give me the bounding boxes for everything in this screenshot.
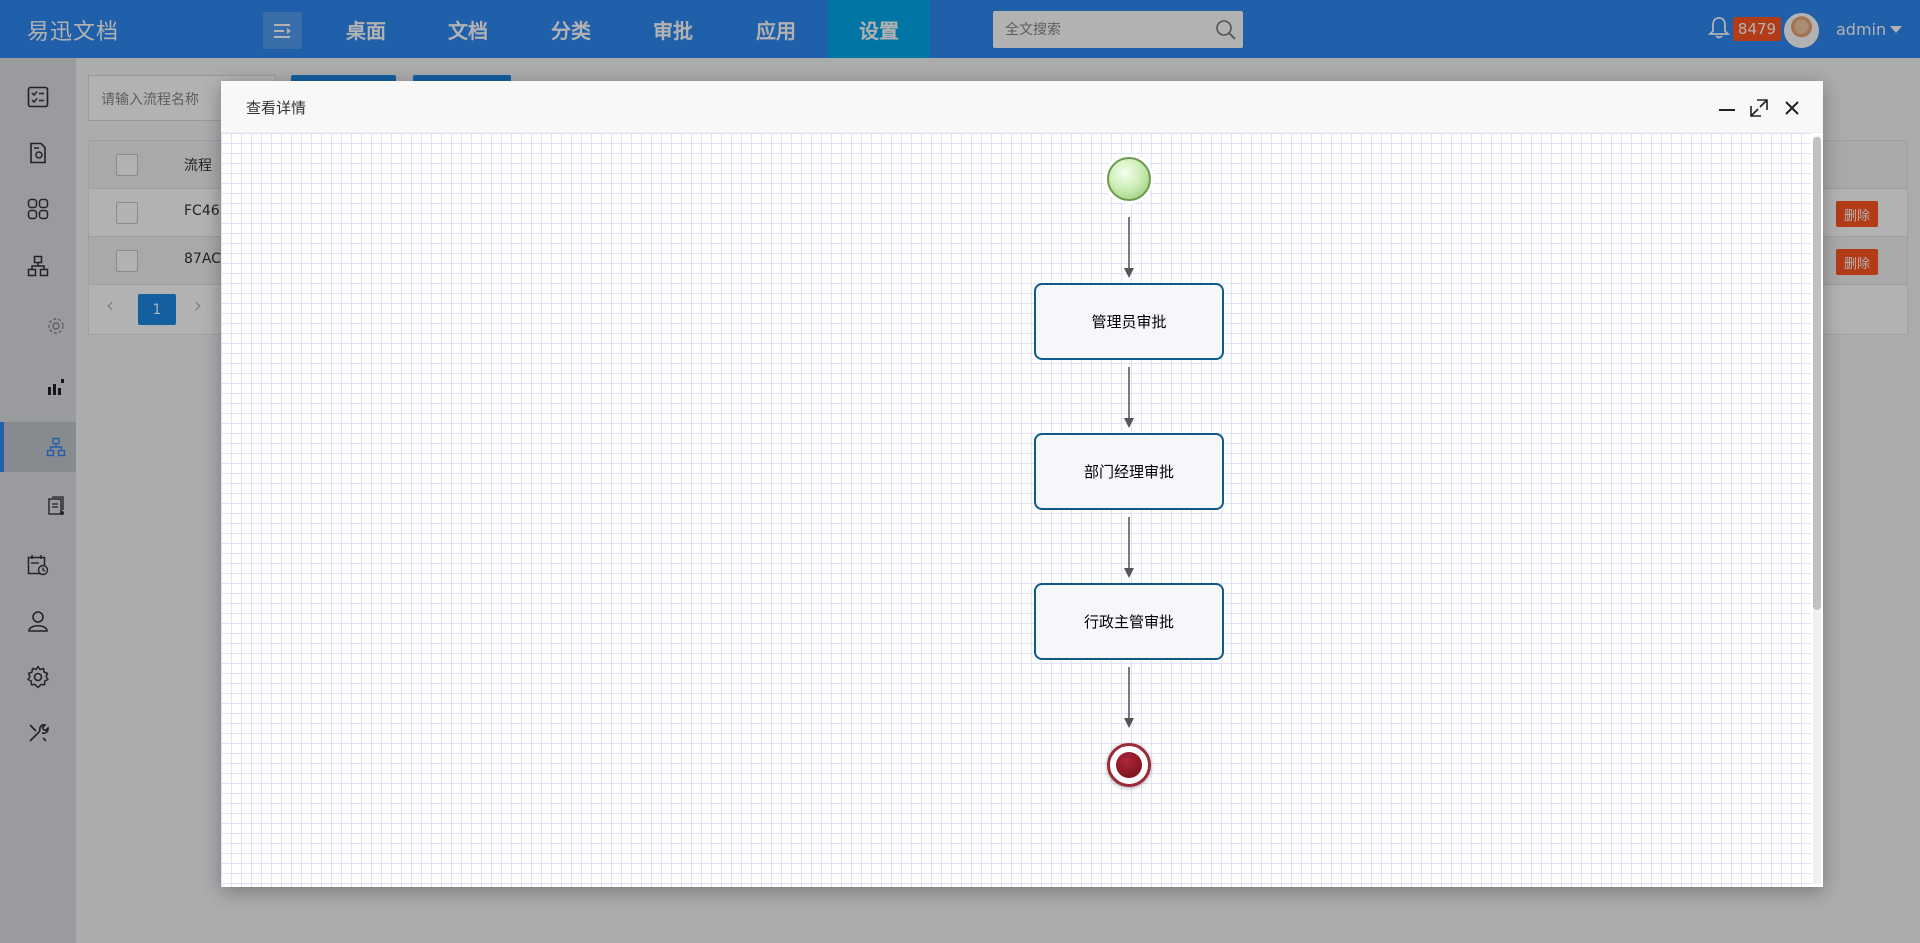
nav-desktop[interactable]: 桌面: [346, 18, 386, 43]
end-event-core: [1116, 752, 1142, 778]
sidebar-item-doc-list[interactable]: [0, 481, 76, 531]
minimize-button[interactable]: [1717, 98, 1737, 118]
row-checkbox[interactable]: [116, 250, 138, 272]
settings-icon: [27, 665, 49, 689]
tools-icon: [29, 724, 49, 742]
row-checkbox[interactable]: [116, 202, 138, 224]
org-chart-icon: [27, 255, 49, 277]
row-id: 87AC: [184, 251, 221, 267]
sequence-flows: [1124, 217, 1134, 728]
minimize-icon: [1719, 109, 1735, 111]
pager-prev-icon[interactable]: ‹: [106, 293, 114, 317]
dialog-header[interactable]: 查看详情: [221, 81, 1823, 133]
pager-page-current[interactable]: 1: [138, 294, 176, 325]
nav-categories[interactable]: 分类: [551, 18, 591, 43]
bar-chart-icon: [48, 379, 64, 395]
sidebar-item-apps[interactable]: [0, 184, 76, 234]
view-details-dialog: 查看详情 管理员审批 部门经: [221, 81, 1823, 887]
gear-icon: [48, 318, 64, 334]
chevron-down-icon[interactable]: [1890, 26, 1902, 33]
start-event[interactable]: [1107, 157, 1151, 201]
top-bar: 易迅文档 桌面 文档 分类 审批 应用 设置 8479 admin: [0, 0, 1920, 58]
user-icon: [28, 611, 48, 632]
close-icon: [1785, 101, 1799, 115]
delete-button[interactable]: 删除: [1836, 249, 1878, 275]
sidebar-item-gear[interactable]: [0, 301, 76, 351]
nav-documents[interactable]: 文档: [448, 18, 488, 43]
workflow-canvas[interactable]: 管理员审批 部门经理审批 行政主管审批: [221, 133, 1811, 887]
search-input[interactable]: [993, 11, 1203, 48]
row-id: FC46: [184, 203, 220, 219]
apps-grid-icon: [27, 198, 49, 220]
username[interactable]: admin: [1836, 20, 1887, 39]
nav-settings[interactable]: 设置: [828, 0, 930, 58]
notification-badge[interactable]: 8479: [1733, 17, 1781, 41]
avatar[interactable]: [1784, 13, 1819, 48]
document-list-icon: [48, 496, 64, 515]
nav-approval[interactable]: 审批: [653, 18, 693, 43]
column-header-name[interactable]: 流程: [184, 158, 212, 174]
sidebar-item-stats[interactable]: [0, 362, 76, 412]
sidebar-item-schedule[interactable]: [0, 540, 76, 590]
sidebar-item-tools[interactable]: [0, 708, 76, 758]
sidebar-item-org[interactable]: [0, 241, 76, 291]
sidebar-item-workflow[interactable]: [0, 422, 76, 472]
calendar-clock-icon: [27, 555, 49, 576]
workflow-icon: [46, 437, 66, 457]
select-all-checkbox[interactable]: [116, 154, 138, 176]
pager-next-icon[interactable]: ›: [194, 293, 202, 317]
task-admin-supervisor-approval[interactable]: 行政主管审批: [1034, 583, 1224, 660]
menu-toggle-button[interactable]: [263, 12, 302, 49]
end-event[interactable]: [1107, 743, 1151, 787]
sidebar-item-tasks[interactable]: [0, 72, 76, 122]
sidebar-item-settings[interactable]: [0, 652, 76, 702]
app-logo[interactable]: 易迅文档: [27, 20, 120, 45]
dialog-title: 查看详情: [246, 99, 307, 117]
sidebar-item-users[interactable]: [0, 596, 76, 646]
bell-icon[interactable]: [1708, 16, 1730, 40]
task-admin-approval[interactable]: 管理员审批: [1034, 283, 1224, 360]
maximize-button[interactable]: [1749, 98, 1769, 118]
task-dept-manager-approval[interactable]: 部门经理审批: [1034, 433, 1224, 510]
search-box: [993, 11, 1243, 48]
nav-apps[interactable]: 应用: [756, 18, 796, 43]
scrollbar-thumb[interactable]: [1813, 137, 1821, 610]
checklist-icon: [27, 86, 49, 108]
close-button[interactable]: [1782, 98, 1802, 118]
sidebar: [0, 58, 76, 943]
search-icon[interactable]: [1215, 19, 1237, 41]
maximize-icon: [1750, 99, 1768, 117]
delete-button[interactable]: 删除: [1836, 201, 1878, 227]
sidebar-item-doc-settings[interactable]: [0, 128, 76, 178]
menu-icon: [273, 23, 291, 38]
doc-settings-icon: [30, 142, 46, 164]
